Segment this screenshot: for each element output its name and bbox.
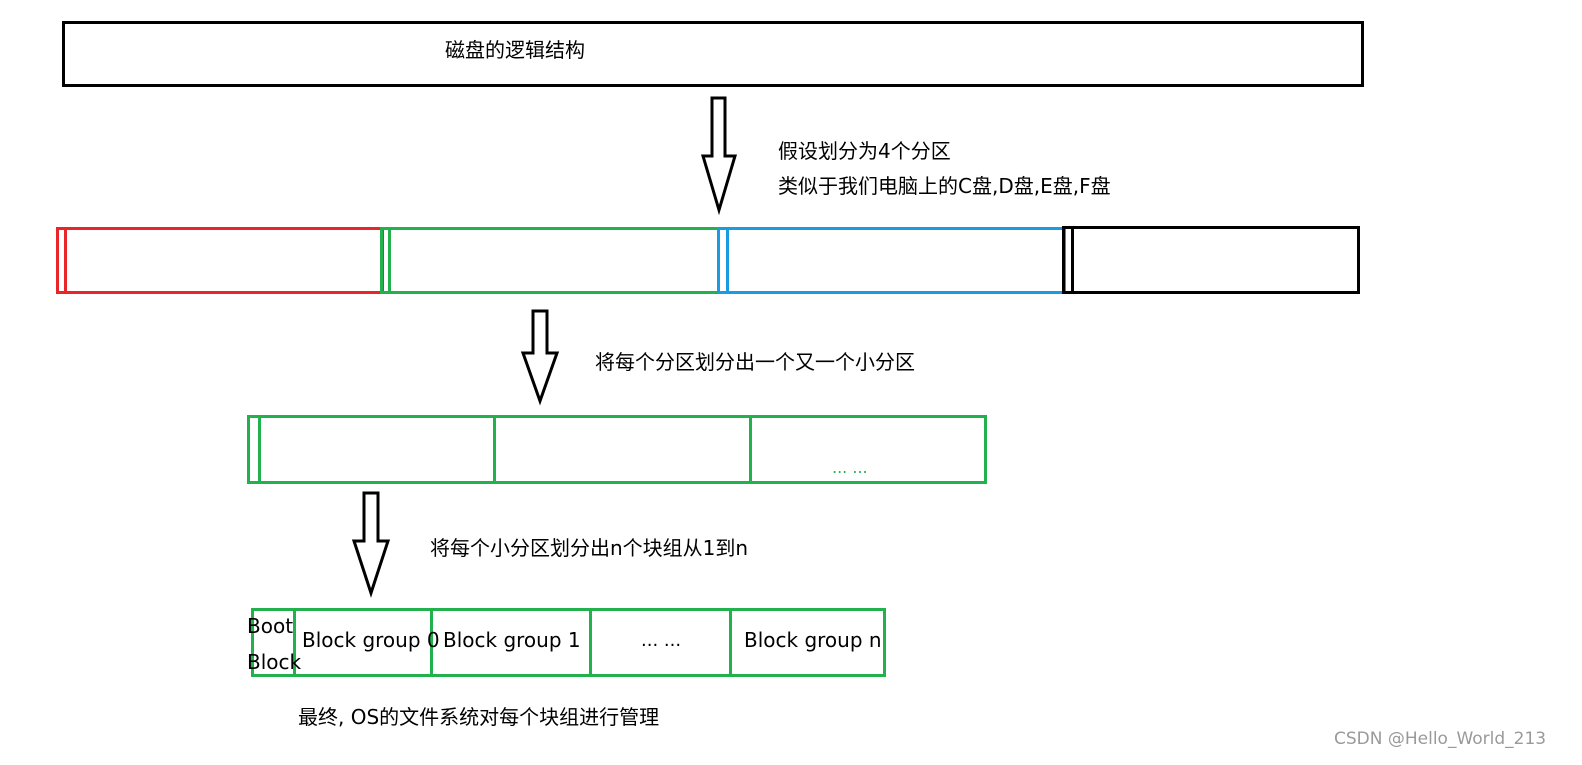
diagram-title: 磁盘的逻辑结构 <box>445 38 585 62</box>
sub-partition-marker <box>258 415 261 484</box>
down-arrow-3 <box>351 491 391 598</box>
block-group-ellipsis: ... ... <box>641 630 682 651</box>
partition-d-green-marker <box>388 227 391 294</box>
block-divider-2 <box>589 608 592 677</box>
disk-logical-structure-box <box>62 21 1364 87</box>
partition-c-red <box>56 227 384 294</box>
sub-partition-row <box>247 415 987 484</box>
block-divider-1 <box>430 608 433 677</box>
sub-partition-note: 将每个分区划分出一个又一个小分区 <box>595 350 915 374</box>
boot-block-label-line2: Block <box>247 650 302 674</box>
partition-f-black-marker <box>1071 226 1074 294</box>
down-arrow-1 <box>700 96 738 216</box>
block-divider-boot <box>293 608 296 677</box>
block-group-note: 将每个小分区划分出n个块组从1到n <box>430 536 749 560</box>
sub-partition-divider-2 <box>749 415 752 484</box>
block-group-0-label: Block group 0 <box>302 628 440 652</box>
partition-d-green <box>380 227 720 294</box>
sub-partition-ellipsis: ... ... <box>832 458 868 477</box>
block-group-row <box>251 608 886 677</box>
final-note: 最终, OS的文件系统对每个块组进行管理 <box>298 705 660 729</box>
down-arrow-2 <box>520 309 560 406</box>
block-group-n-label: Block group n <box>744 628 882 652</box>
partition-f-black <box>1062 226 1360 294</box>
csdn-watermark: CSDN @Hello_World_213 <box>1334 729 1547 749</box>
partition-e-blue <box>717 227 1066 294</box>
block-group-1-label: Block group 1 <box>443 628 581 652</box>
block-divider-3 <box>729 608 732 677</box>
partition-note-line1: 假设划分为4个分区 <box>778 139 951 163</box>
partition-note-line2: 类似于我们电脑上的C盘,D盘,E盘,F盘 <box>778 174 1111 198</box>
sub-partition-divider-1 <box>493 415 496 484</box>
partition-e-blue-marker <box>726 227 729 294</box>
partition-c-red-marker <box>64 227 67 294</box>
boot-block-label-line1: Boot <box>247 614 294 638</box>
